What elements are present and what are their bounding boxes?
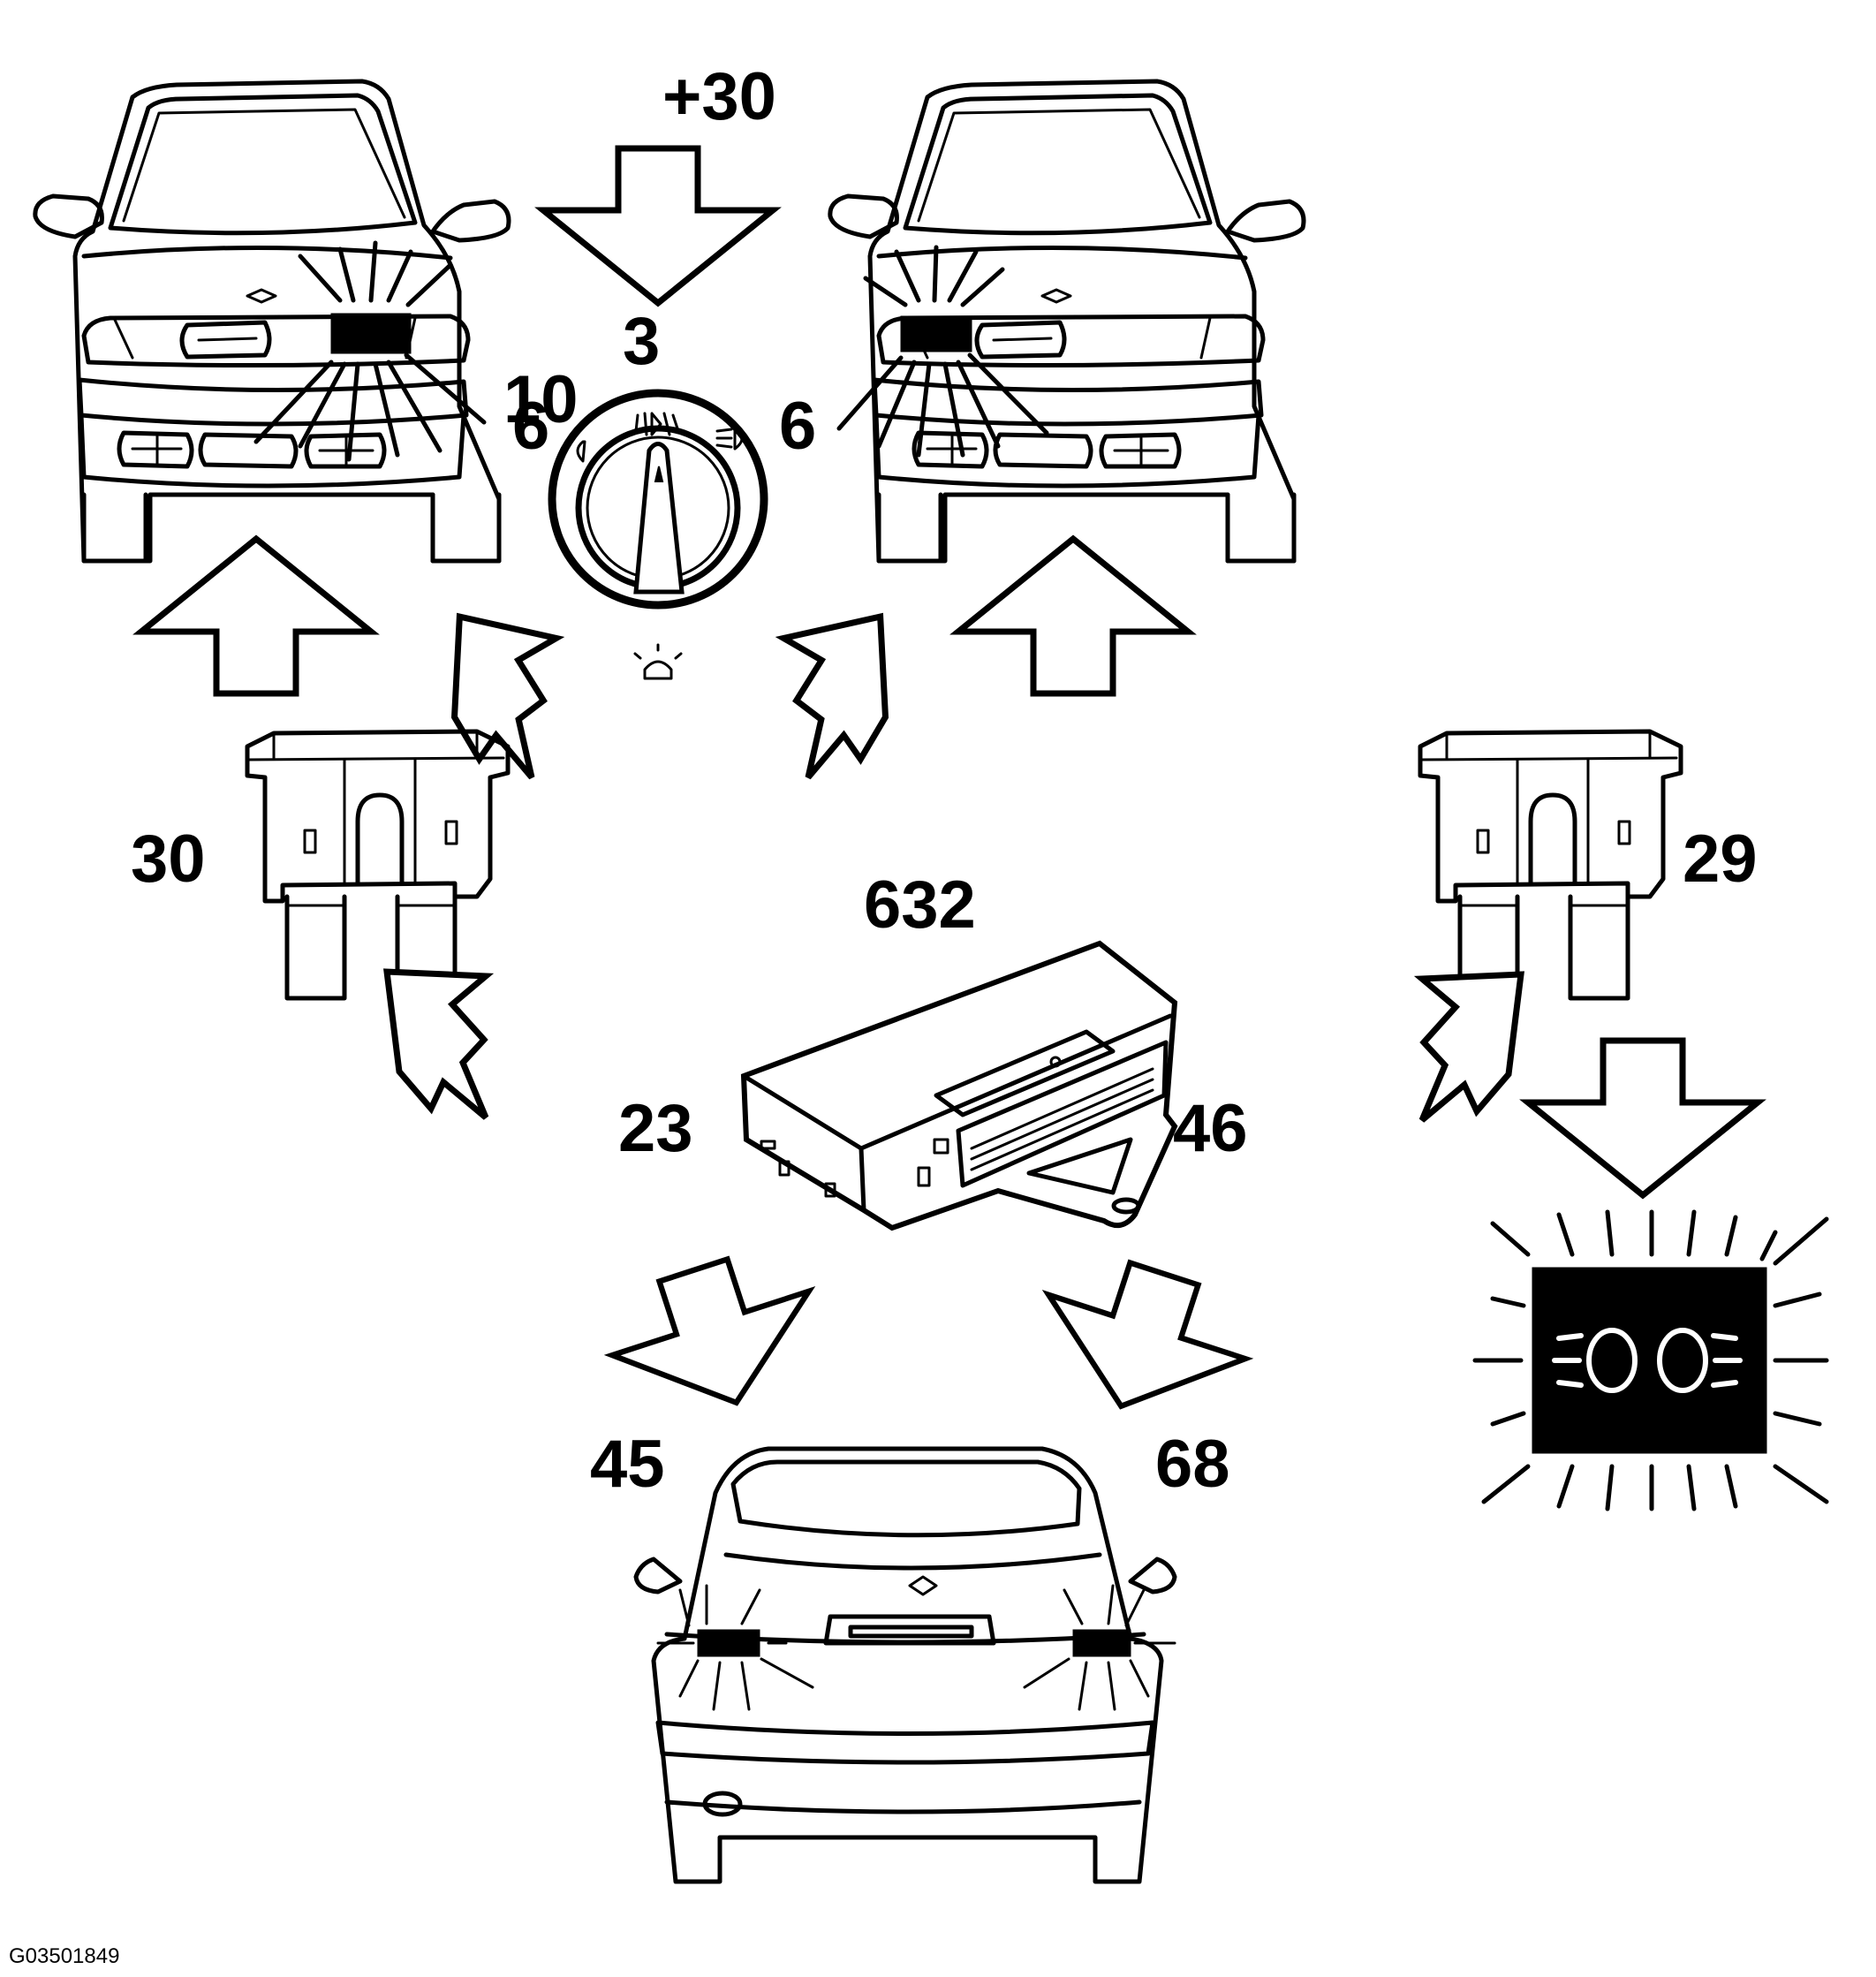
front-light-left-label: 10 xyxy=(503,362,579,437)
supply-label: +30 xyxy=(662,59,776,134)
figure-code: G03501849 xyxy=(9,1944,119,1968)
module-in-left-label: 23 xyxy=(618,1091,693,1166)
car-front-icon xyxy=(35,81,509,561)
module-label: 632 xyxy=(864,867,976,943)
arrow-icon xyxy=(783,617,905,777)
arrow-icon xyxy=(958,539,1188,693)
module-in-right-label: 46 xyxy=(1173,1091,1248,1166)
switch-out-left-label: 6 xyxy=(512,389,549,464)
fuse-right-label: 29 xyxy=(1683,822,1758,897)
car-front-icon xyxy=(830,81,1304,561)
arrow-icon xyxy=(435,617,557,777)
arrow-icon xyxy=(387,972,486,1117)
light-switch-icon xyxy=(548,389,768,680)
arrow-icon xyxy=(1422,974,1521,1120)
arrow-icon xyxy=(1528,1041,1758,1195)
arrow-icon xyxy=(595,1238,835,1435)
indicator-lamp-icon xyxy=(1472,1209,1829,1511)
rear-light-right-label: 68 xyxy=(1155,1427,1230,1502)
fuse-icon xyxy=(1420,731,1681,998)
arrow-icon xyxy=(141,539,371,693)
control-module-icon xyxy=(740,940,1178,1231)
rear-light-left-label: 45 xyxy=(590,1427,665,1502)
arrow-icon xyxy=(1023,1242,1262,1438)
switch-out-right-label: 6 xyxy=(779,389,816,464)
light-switch-label: 3 xyxy=(623,304,660,379)
car-rear-icon xyxy=(633,1446,1177,1884)
fuse-left-label: 30 xyxy=(131,822,206,897)
fuse-icon xyxy=(247,731,508,998)
arrow-icon xyxy=(543,148,773,303)
